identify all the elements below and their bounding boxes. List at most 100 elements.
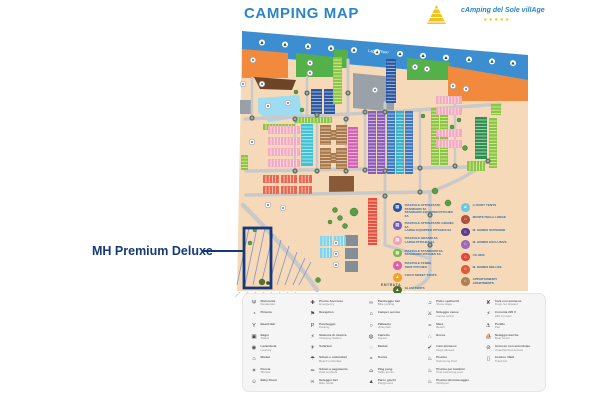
bush-icon bbox=[266, 281, 270, 285]
pitch-strip bbox=[331, 130, 336, 140]
apartment-icon: ⌂ bbox=[461, 277, 470, 286]
legend-item-label: M. HOMES EXCLUSIVE bbox=[472, 240, 507, 245]
mobile-home-icon: ⌂ bbox=[461, 264, 470, 274]
legend-item: ⌂CS 4800 bbox=[461, 252, 523, 262]
legend-item: ⌂M. HOMES SUPERIOR bbox=[461, 227, 523, 237]
band-tree-icon bbox=[444, 55, 448, 59]
legend-item: ⚬Tennis bbox=[367, 356, 424, 364]
laundry-icon: ◉ bbox=[251, 345, 257, 352]
tree-icon bbox=[315, 277, 321, 283]
pitch-strip bbox=[241, 155, 248, 170]
road-tree-icon bbox=[383, 110, 387, 114]
facility-icon bbox=[267, 204, 269, 206]
beach-icon: ≈ bbox=[428, 322, 432, 329]
facility-icon bbox=[261, 83, 263, 85]
road-tree-icon bbox=[344, 169, 348, 173]
road-tree-icon bbox=[346, 91, 350, 95]
legend-item: ▲LUXURY TENTS bbox=[461, 203, 523, 212]
bike-rental-icon: ∞ bbox=[310, 379, 315, 386]
charging-icon: ⚡ bbox=[310, 333, 315, 340]
band-tree-icon bbox=[398, 52, 402, 56]
premium-pitch-line bbox=[252, 227, 266, 286]
mh-premium-deluxe-highlight bbox=[242, 226, 273, 290]
legend-item: ⚑Reception bbox=[309, 310, 366, 319]
page-title: CAMPING MAP bbox=[244, 5, 359, 22]
road-tree-icon bbox=[383, 194, 387, 198]
tree-icon bbox=[247, 240, 253, 246]
facility-icon bbox=[465, 88, 467, 90]
green-zone-1 bbox=[296, 53, 333, 77]
legend-item-label: M. HOMES DELUXE bbox=[472, 264, 502, 269]
legend-item: ⌂M. HOMES DELUXE bbox=[461, 264, 523, 274]
legend-item: ▲GLAM TENTS bbox=[393, 285, 455, 295]
pitch-strip bbox=[263, 175, 279, 183]
band-tree-icon bbox=[511, 61, 515, 65]
star-rating: ★★★★★ bbox=[483, 17, 511, 23]
laundry-building bbox=[240, 100, 253, 114]
baby-room-icon: ☺ bbox=[251, 379, 257, 386]
band-tree-icon bbox=[467, 57, 471, 61]
lodge-icon: ⌂ bbox=[461, 215, 470, 224]
facility-icon bbox=[309, 72, 311, 74]
facility-icon bbox=[282, 207, 284, 209]
pizzeria-icon: ◔ bbox=[252, 311, 256, 318]
pitch-strip bbox=[368, 198, 377, 245]
legend-item-label: Tennis bbox=[377, 355, 388, 360]
band-tree-icon bbox=[352, 48, 356, 52]
restaurant-building bbox=[254, 77, 296, 90]
band-tree-icon bbox=[490, 59, 494, 63]
no-entry-icon: ⊘ bbox=[486, 345, 491, 352]
legend-item-label: M. HOMES SUPERIOR bbox=[472, 227, 506, 232]
road-tree-icon bbox=[428, 213, 432, 217]
parking-icon: P bbox=[310, 322, 315, 329]
legend-item: ⌂MONTE ISOLA LODGE bbox=[461, 215, 523, 224]
market-icon: ⌂ bbox=[252, 356, 256, 363]
reception-icon: ⚑ bbox=[310, 311, 316, 318]
toilets-icon: ▣ bbox=[251, 333, 257, 340]
road-tree-icon bbox=[418, 166, 422, 170]
camper-service-icon: ⌂ bbox=[369, 311, 373, 318]
facility-icon bbox=[426, 68, 428, 70]
pitch-strip bbox=[320, 125, 331, 145]
pitch-icon: ▦ bbox=[393, 203, 402, 212]
tree-icon bbox=[332, 207, 338, 213]
legend-item: ⌂Camper service bbox=[367, 310, 424, 319]
entrance-label: ENTRATA bbox=[381, 283, 401, 287]
pool-icon: ♨ bbox=[427, 356, 433, 363]
legend-item-label: COCO SWEET TENTS bbox=[404, 273, 437, 278]
soccer-icon: ◍ bbox=[368, 333, 374, 340]
tree-icon bbox=[444, 199, 452, 207]
pitch-icon: ▦ bbox=[393, 248, 402, 258]
lake-label: Lago d'Iseo bbox=[368, 48, 390, 54]
